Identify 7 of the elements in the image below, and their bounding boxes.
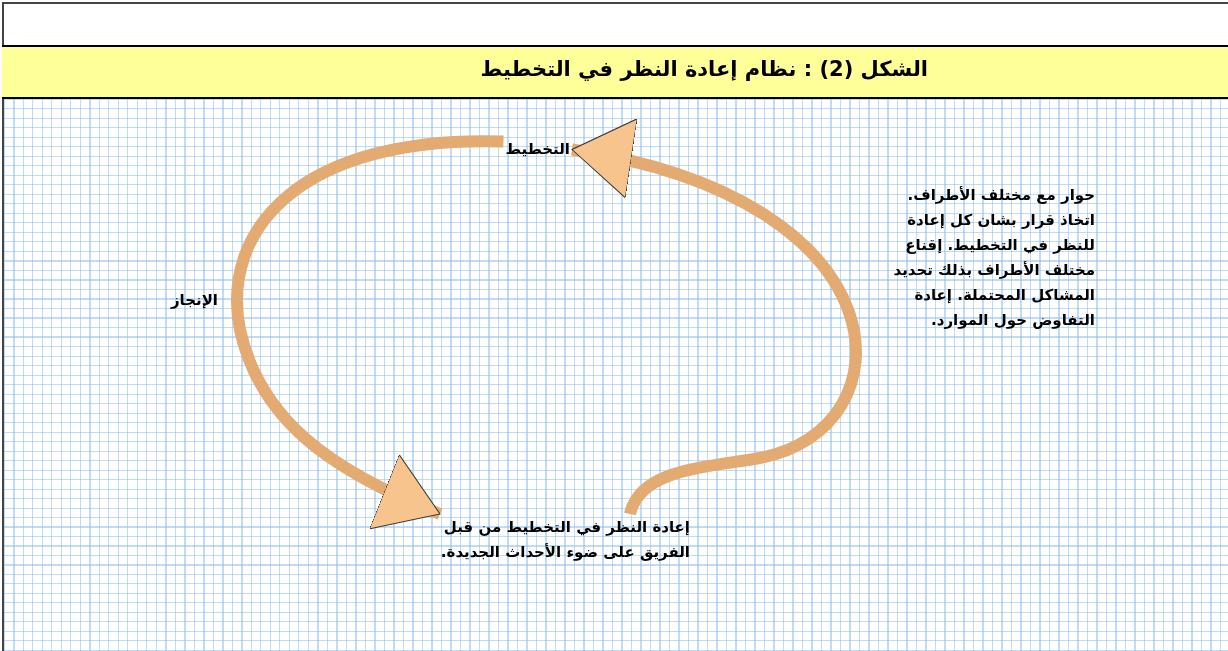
step-label: التخطيط (505, 137, 570, 162)
step-label: الإنجاز (170, 290, 218, 311)
step-description: إعادة النظر في التخطيط من قبل الفريق على ضوء الأحداث الجديدة. (390, 515, 690, 565)
title: الشكل (2) : نظام إعادة النظر في التخطيط (480, 57, 928, 81)
notes-text: حوار مع مختلف الأطراف. اتخاذ قرار بشان كل إعادة للنظر في التخطيط. إقناع مختلف الأطراف بذلك تحديد المشاكل المحتملة. إعادة التفاوض حول الموارد. (892, 185, 1095, 331)
curved-arrow (231, 135, 504, 529)
curved-arrow (570, 122, 862, 516)
